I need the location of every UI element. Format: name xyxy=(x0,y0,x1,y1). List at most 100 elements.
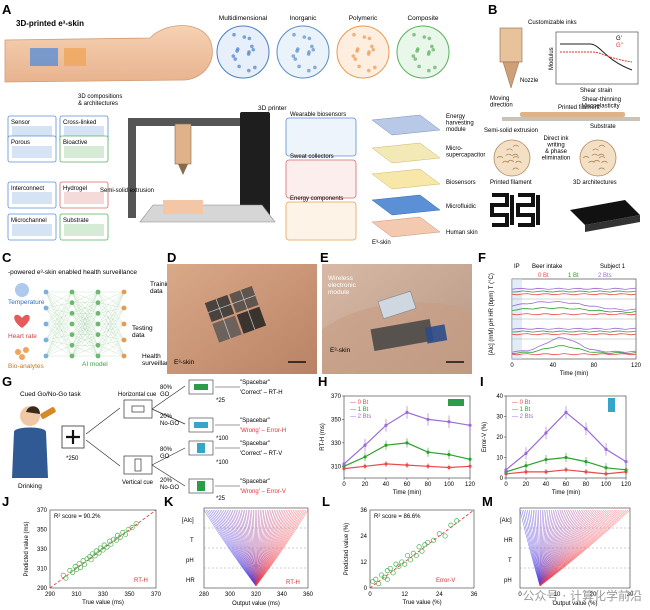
legend-1bt-f: 1 Bt xyxy=(568,273,579,279)
polymeric-circle xyxy=(336,25,390,79)
y-tick-label: 40 xyxy=(496,394,503,400)
texture-dot xyxy=(291,54,296,58)
texture-stroke xyxy=(512,144,520,147)
network-edge xyxy=(97,334,125,341)
circle-texture xyxy=(231,32,437,73)
texture-stroke xyxy=(512,156,520,159)
network-edge xyxy=(45,313,73,325)
data-point xyxy=(426,450,430,454)
scatter-point xyxy=(381,574,387,580)
scatter-point xyxy=(104,544,110,550)
scatter-point xyxy=(376,581,382,587)
scatter-point xyxy=(419,548,425,554)
trace-line xyxy=(511,337,637,353)
data-point xyxy=(564,455,568,460)
panel-d: D E³-skin xyxy=(167,250,317,374)
ai-model-label: AI model xyxy=(82,361,108,368)
substrate-label: Substrate xyxy=(590,124,616,130)
network-node xyxy=(43,321,49,327)
trace-line xyxy=(511,313,637,316)
material-box xyxy=(59,213,109,241)
fan-line xyxy=(255,509,309,587)
x-axis-label: True value (ms) xyxy=(82,600,124,606)
m-xtick: 30 xyxy=(627,592,634,598)
component-energy-components: Energy components xyxy=(290,196,343,202)
scatter-point xyxy=(87,554,93,560)
k-xtick: 300 xyxy=(225,592,236,598)
multidimensional-circle xyxy=(216,25,270,79)
nozzle-label: Nozzle xyxy=(520,78,539,84)
material-swatch xyxy=(12,192,52,204)
x-tick-label: 20 xyxy=(523,482,530,488)
scatter-point xyxy=(396,563,402,569)
data-point xyxy=(405,463,409,467)
spacebar-label: "Spacebar" xyxy=(240,479,270,485)
texture-stroke xyxy=(597,153,605,156)
material-box xyxy=(7,181,57,209)
legend-g-double-prime: G'' xyxy=(616,43,623,49)
scatter-point xyxy=(402,561,408,567)
scatter-point xyxy=(407,557,413,563)
x-tick-label: 350 xyxy=(124,592,135,598)
network-edge xyxy=(45,291,73,341)
m-xlabel: Output value (%) xyxy=(552,601,597,607)
network-edge xyxy=(71,291,99,314)
material-swatch xyxy=(12,146,52,158)
data-point xyxy=(604,472,608,476)
panel-letter-b: B xyxy=(488,2,497,17)
network-edge xyxy=(71,291,99,335)
data-point xyxy=(604,447,608,451)
data-point xyxy=(363,464,367,468)
trace-line xyxy=(511,333,637,336)
legend-entry: — 1 Bt xyxy=(350,407,369,413)
material-box xyxy=(7,213,57,241)
data-point xyxy=(426,464,430,468)
scatter-point xyxy=(73,566,80,573)
network-edge xyxy=(71,291,99,346)
y-tick-label: 370 xyxy=(331,394,342,400)
pct-label: 20% xyxy=(160,478,173,484)
trace-line xyxy=(511,307,637,313)
texture-stroke xyxy=(505,153,513,156)
material-label: Microchannel xyxy=(11,218,47,224)
scatter-point xyxy=(387,565,393,572)
channel-architecture xyxy=(570,200,640,225)
panel-letter-j: J xyxy=(2,494,9,509)
texture-dot xyxy=(430,44,434,49)
material-label: Hydrogel xyxy=(63,186,87,192)
scatter-point xyxy=(88,557,94,563)
texture-dot xyxy=(426,52,431,56)
outcome-rt-h: 'Correct' – RT-H xyxy=(240,390,283,396)
scatter-point xyxy=(413,552,419,559)
printed-filament xyxy=(520,112,625,117)
ink-cartridge xyxy=(499,27,523,63)
m-xtick: 0 xyxy=(518,592,522,598)
x25-label: *25 xyxy=(216,496,226,502)
heart-icon xyxy=(14,314,30,328)
network-edge xyxy=(45,302,73,341)
network-edge xyxy=(97,345,125,357)
material-box xyxy=(59,181,109,209)
k-xtick: 320 xyxy=(251,592,262,598)
material-label: Cross-linked xyxy=(63,120,96,126)
k-xtick: 360 xyxy=(303,592,314,598)
texture-stroke xyxy=(592,148,599,151)
eskin-on-arm xyxy=(370,318,434,352)
x100-label: *100 xyxy=(216,460,229,466)
layer-energy xyxy=(371,114,441,136)
y-tick-label: 370 xyxy=(37,508,48,514)
m-label-ph: pH xyxy=(504,578,512,584)
printer-label: 3D printer xyxy=(258,105,287,112)
f-xlabel: Time (min) xyxy=(560,371,588,377)
panel-letter-i: I xyxy=(480,374,484,389)
nogo-target-vertical xyxy=(197,481,205,491)
material-swatch xyxy=(64,224,104,236)
scatter-point xyxy=(107,538,113,544)
category-multidimensional: Multidimensional xyxy=(219,15,268,22)
texture-dot xyxy=(367,36,372,41)
